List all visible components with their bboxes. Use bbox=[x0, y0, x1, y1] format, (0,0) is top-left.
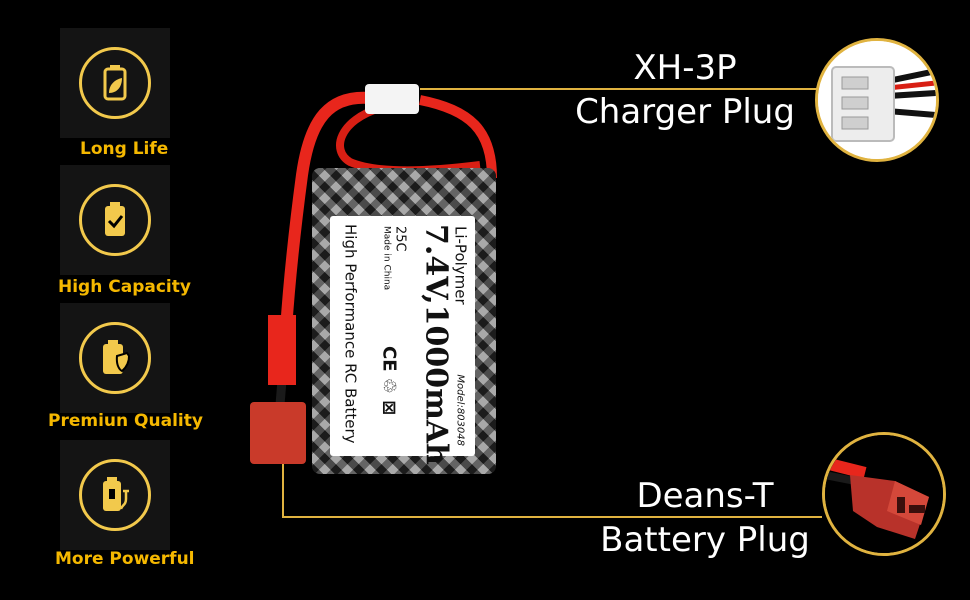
feature-tile-long-life bbox=[60, 28, 170, 138]
xh-3p-zoom-image bbox=[818, 41, 936, 159]
charger-leader-line bbox=[420, 88, 820, 90]
feature-ring bbox=[79, 47, 151, 119]
charger-plug-type: XH-3P bbox=[633, 48, 737, 88]
balance-lead-wire-back bbox=[419, 95, 497, 179]
heat-shrink-sleeve bbox=[268, 315, 296, 385]
battery-plug-caption: Battery Plug bbox=[600, 520, 810, 560]
feature-tile-high-capacity bbox=[60, 165, 170, 275]
feature-ring bbox=[79, 322, 151, 394]
deans-t-zoom-image bbox=[825, 435, 943, 553]
label-tagline: High Performance RC Battery bbox=[341, 224, 359, 444]
feature-ring bbox=[79, 459, 151, 531]
battery-leaf-icon bbox=[103, 65, 127, 101]
battery-leader-vertical bbox=[282, 438, 284, 518]
xh-3p-connector bbox=[365, 84, 419, 114]
charger-plug-caption: Charger Plug bbox=[575, 92, 795, 132]
label-chemistry: Li-Polymer bbox=[451, 226, 469, 305]
charger-plug-callout: XH-3P Charger Plug bbox=[560, 46, 810, 134]
feature-label-high-capacity: High Capacity bbox=[58, 277, 191, 297]
feature-tile-more-powerful bbox=[60, 440, 170, 550]
label-rating: 25C bbox=[392, 226, 407, 252]
battery-plug-icon bbox=[103, 477, 129, 511]
deans-t-zoom-circle bbox=[822, 432, 946, 556]
label-origin: Made in China bbox=[381, 226, 391, 291]
battery-plug-type: Deans-T bbox=[636, 476, 774, 516]
battery-leader-horizontal bbox=[282, 516, 822, 518]
feature-tile-premium-quality bbox=[60, 303, 170, 413]
feature-label-premium-quality: Premiun Quality bbox=[48, 411, 203, 431]
feature-ring bbox=[79, 184, 151, 256]
label-spec: 7.4V,1000mAh bbox=[418, 224, 453, 465]
battery-plug-callout: Deans-T Battery Plug bbox=[590, 474, 820, 562]
feature-label-more-powerful: More Powerful bbox=[55, 549, 195, 569]
xh-3p-zoom-circle bbox=[815, 38, 939, 162]
label-certification-marks: CE ♲ ⊠ bbox=[378, 346, 399, 416]
deans-t-connector bbox=[250, 402, 306, 464]
battery-check-icon bbox=[105, 202, 125, 236]
feature-label-long-life: Long Life bbox=[80, 139, 169, 159]
label-model: Model:803048 bbox=[454, 374, 465, 446]
battery-shield-icon bbox=[103, 340, 131, 374]
battery-label: Li-Polymer Model:803048 7.4V,1000mAh 25C… bbox=[330, 216, 475, 465]
balance-lead-wire bbox=[280, 91, 371, 331]
